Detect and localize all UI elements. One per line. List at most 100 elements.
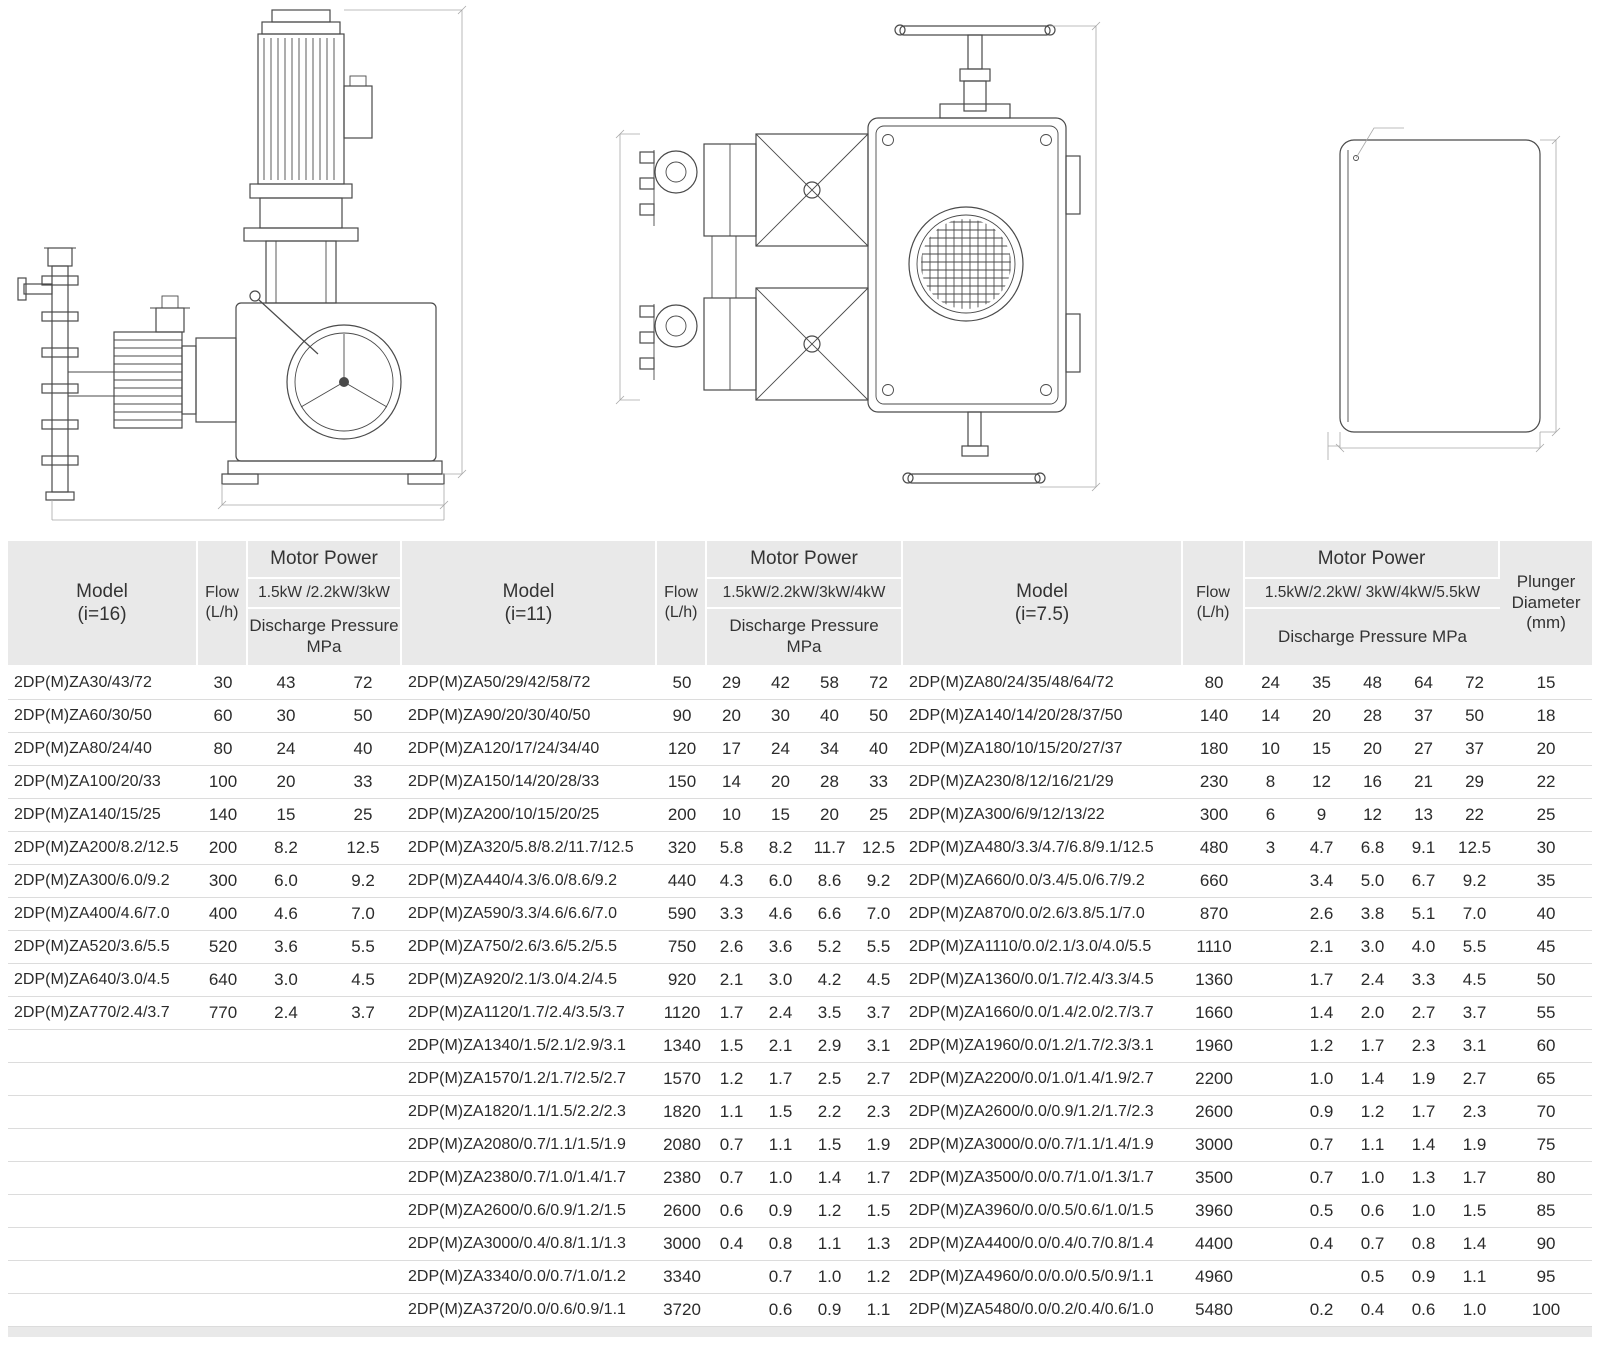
model-cell: 2DP(M)ZA50/29/42/58/72 bbox=[402, 667, 658, 700]
flow-cell: 870 bbox=[1183, 898, 1246, 931]
technical-drawings-section bbox=[0, 0, 1600, 535]
flow-cell: 1110 bbox=[1183, 931, 1246, 964]
mounting-plate-drawing bbox=[1327, 127, 1561, 460]
flow-cell: 1360 bbox=[1183, 964, 1246, 997]
flow-cell: 3340 bbox=[657, 1261, 708, 1294]
pressure-cell bbox=[248, 1096, 324, 1129]
plunger-cell: 15 bbox=[1500, 667, 1593, 700]
flow-cell: 80 bbox=[198, 733, 248, 766]
flow-cell: 4400 bbox=[1183, 1228, 1246, 1261]
header-flow-2: Flow (L/h) bbox=[657, 541, 708, 667]
model-cell: 2DP(M)ZA1570/1.2/1.7/2.5/2.7 bbox=[402, 1063, 658, 1096]
model-cell: 2DP(M)ZA440/4.3/6.0/8.6/9.2 bbox=[402, 865, 658, 898]
pressure-cell: 50 bbox=[324, 700, 403, 733]
pressure-cell: 5.2 bbox=[805, 931, 855, 964]
model-cell: 2DP(M)ZA400/4.6/7.0 bbox=[8, 898, 198, 931]
pressure-cell: 14 bbox=[707, 766, 757, 799]
flow-cell: 2380 bbox=[657, 1162, 708, 1195]
flow-cell bbox=[198, 1162, 248, 1195]
pressure-cell: 13 bbox=[1398, 799, 1450, 832]
pressure-cell: 4.6 bbox=[756, 898, 806, 931]
pressure-cell: 1.0 bbox=[1296, 1063, 1348, 1096]
pressure-cell: 2.3 bbox=[1398, 1030, 1450, 1063]
pump-spec-table: Model (i=16) Flow (L/h) Motor Power Mode… bbox=[8, 541, 1593, 1327]
header-flow-1: Flow (L/h) bbox=[198, 541, 248, 667]
flow-cell: 300 bbox=[1183, 799, 1246, 832]
pressure-cell: 1.0 bbox=[756, 1162, 806, 1195]
flow-cell: 50 bbox=[657, 667, 708, 700]
pressure-cell: 1.7 bbox=[854, 1162, 904, 1195]
model-cell: 2DP(M)ZA90/20/30/40/50 bbox=[402, 700, 658, 733]
model-cell: 2DP(M)ZA4400/0.0/0.4/0.7/0.8/1.4 bbox=[903, 1228, 1184, 1261]
pressure-cell: 5.8 bbox=[707, 832, 757, 865]
header-discharge-3: Discharge Pressure MPa bbox=[1245, 609, 1501, 667]
pressure-cell: 34 bbox=[805, 733, 855, 766]
model-cell: 2DP(M)ZA200/10/15/20/25 bbox=[402, 799, 658, 832]
pressure-cell: 12 bbox=[1296, 766, 1348, 799]
pressure-cell: 4.3 bbox=[707, 865, 757, 898]
header-power-ratings-1: 1.5kW /2.2kW/3kW bbox=[248, 579, 403, 609]
model-cell: 2DP(M)ZA920/2.1/3.0/4.2/4.5 bbox=[402, 964, 658, 997]
pressure-cell bbox=[1245, 1129, 1297, 1162]
pressure-cell: 9.2 bbox=[1449, 865, 1501, 898]
pressure-cell: 0.7 bbox=[707, 1162, 757, 1195]
pressure-cell: 2.7 bbox=[1398, 997, 1450, 1030]
pressure-cell bbox=[324, 1294, 403, 1327]
plunger-cell: 90 bbox=[1500, 1228, 1593, 1261]
table-footer-bar bbox=[8, 1327, 1592, 1337]
pressure-cell: 0.6 bbox=[1398, 1294, 1450, 1327]
pressure-cell: 1.0 bbox=[1449, 1294, 1501, 1327]
pressure-cell: 25 bbox=[854, 799, 904, 832]
plunger-cell: 18 bbox=[1500, 700, 1593, 733]
pressure-cell: 7.0 bbox=[324, 898, 403, 931]
header-model-i75: Model (i=7.5) bbox=[903, 541, 1184, 667]
model-cell bbox=[8, 1294, 198, 1327]
pressure-cell: 30 bbox=[756, 700, 806, 733]
flow-cell: 480 bbox=[1183, 832, 1246, 865]
pressure-cell: 1.7 bbox=[1449, 1162, 1501, 1195]
pressure-cell: 24 bbox=[756, 733, 806, 766]
flow-cell: 400 bbox=[198, 898, 248, 931]
model-cell: 2DP(M)ZA120/17/24/34/40 bbox=[402, 733, 658, 766]
pressure-cell: 4.5 bbox=[1449, 964, 1501, 997]
model-cell: 2DP(M)ZA3000/0.0/0.7/1.1/1.4/1.9 bbox=[903, 1129, 1184, 1162]
pressure-cell: 4.6 bbox=[248, 898, 324, 931]
flow-cell: 1660 bbox=[1183, 997, 1246, 1030]
pressure-cell: 12.5 bbox=[854, 832, 904, 865]
flow-cell: 2600 bbox=[657, 1195, 708, 1228]
model-cell: 2DP(M)ZA3000/0.4/0.8/1.1/1.3 bbox=[402, 1228, 658, 1261]
pressure-cell bbox=[1245, 1063, 1297, 1096]
pressure-cell: 72 bbox=[854, 667, 904, 700]
pressure-cell: 40 bbox=[324, 733, 403, 766]
pressure-cell: 3.6 bbox=[756, 931, 806, 964]
pressure-cell: 1.5 bbox=[854, 1195, 904, 1228]
pressure-cell bbox=[324, 1030, 403, 1063]
model-cell: 2DP(M)ZA3340/0.0/0.7/1.0/1.2 bbox=[402, 1261, 658, 1294]
pressure-cell: 1.5 bbox=[1449, 1195, 1501, 1228]
model-cell bbox=[8, 1030, 198, 1063]
model-cell: 2DP(M)ZA80/24/35/48/64/72 bbox=[903, 667, 1184, 700]
pressure-cell: 1.9 bbox=[1449, 1129, 1501, 1162]
plunger-cell: 60 bbox=[1500, 1030, 1593, 1063]
pressure-cell: 33 bbox=[854, 766, 904, 799]
pressure-cell: 2.1 bbox=[1296, 931, 1348, 964]
pressure-cell: 0.9 bbox=[1296, 1096, 1348, 1129]
model-cell: 2DP(M)ZA1120/1.7/2.4/3.5/3.7 bbox=[402, 997, 658, 1030]
pressure-cell bbox=[248, 1129, 324, 1162]
pressure-cell: 1.2 bbox=[1347, 1096, 1399, 1129]
pressure-cell: 6.8 bbox=[1347, 832, 1399, 865]
pressure-cell: 4.5 bbox=[854, 964, 904, 997]
pressure-cell: 20 bbox=[805, 799, 855, 832]
model-cell: 2DP(M)ZA320/5.8/8.2/11.7/12.5 bbox=[402, 832, 658, 865]
plunger-cell: 75 bbox=[1500, 1129, 1593, 1162]
pressure-cell: 2.9 bbox=[805, 1030, 855, 1063]
